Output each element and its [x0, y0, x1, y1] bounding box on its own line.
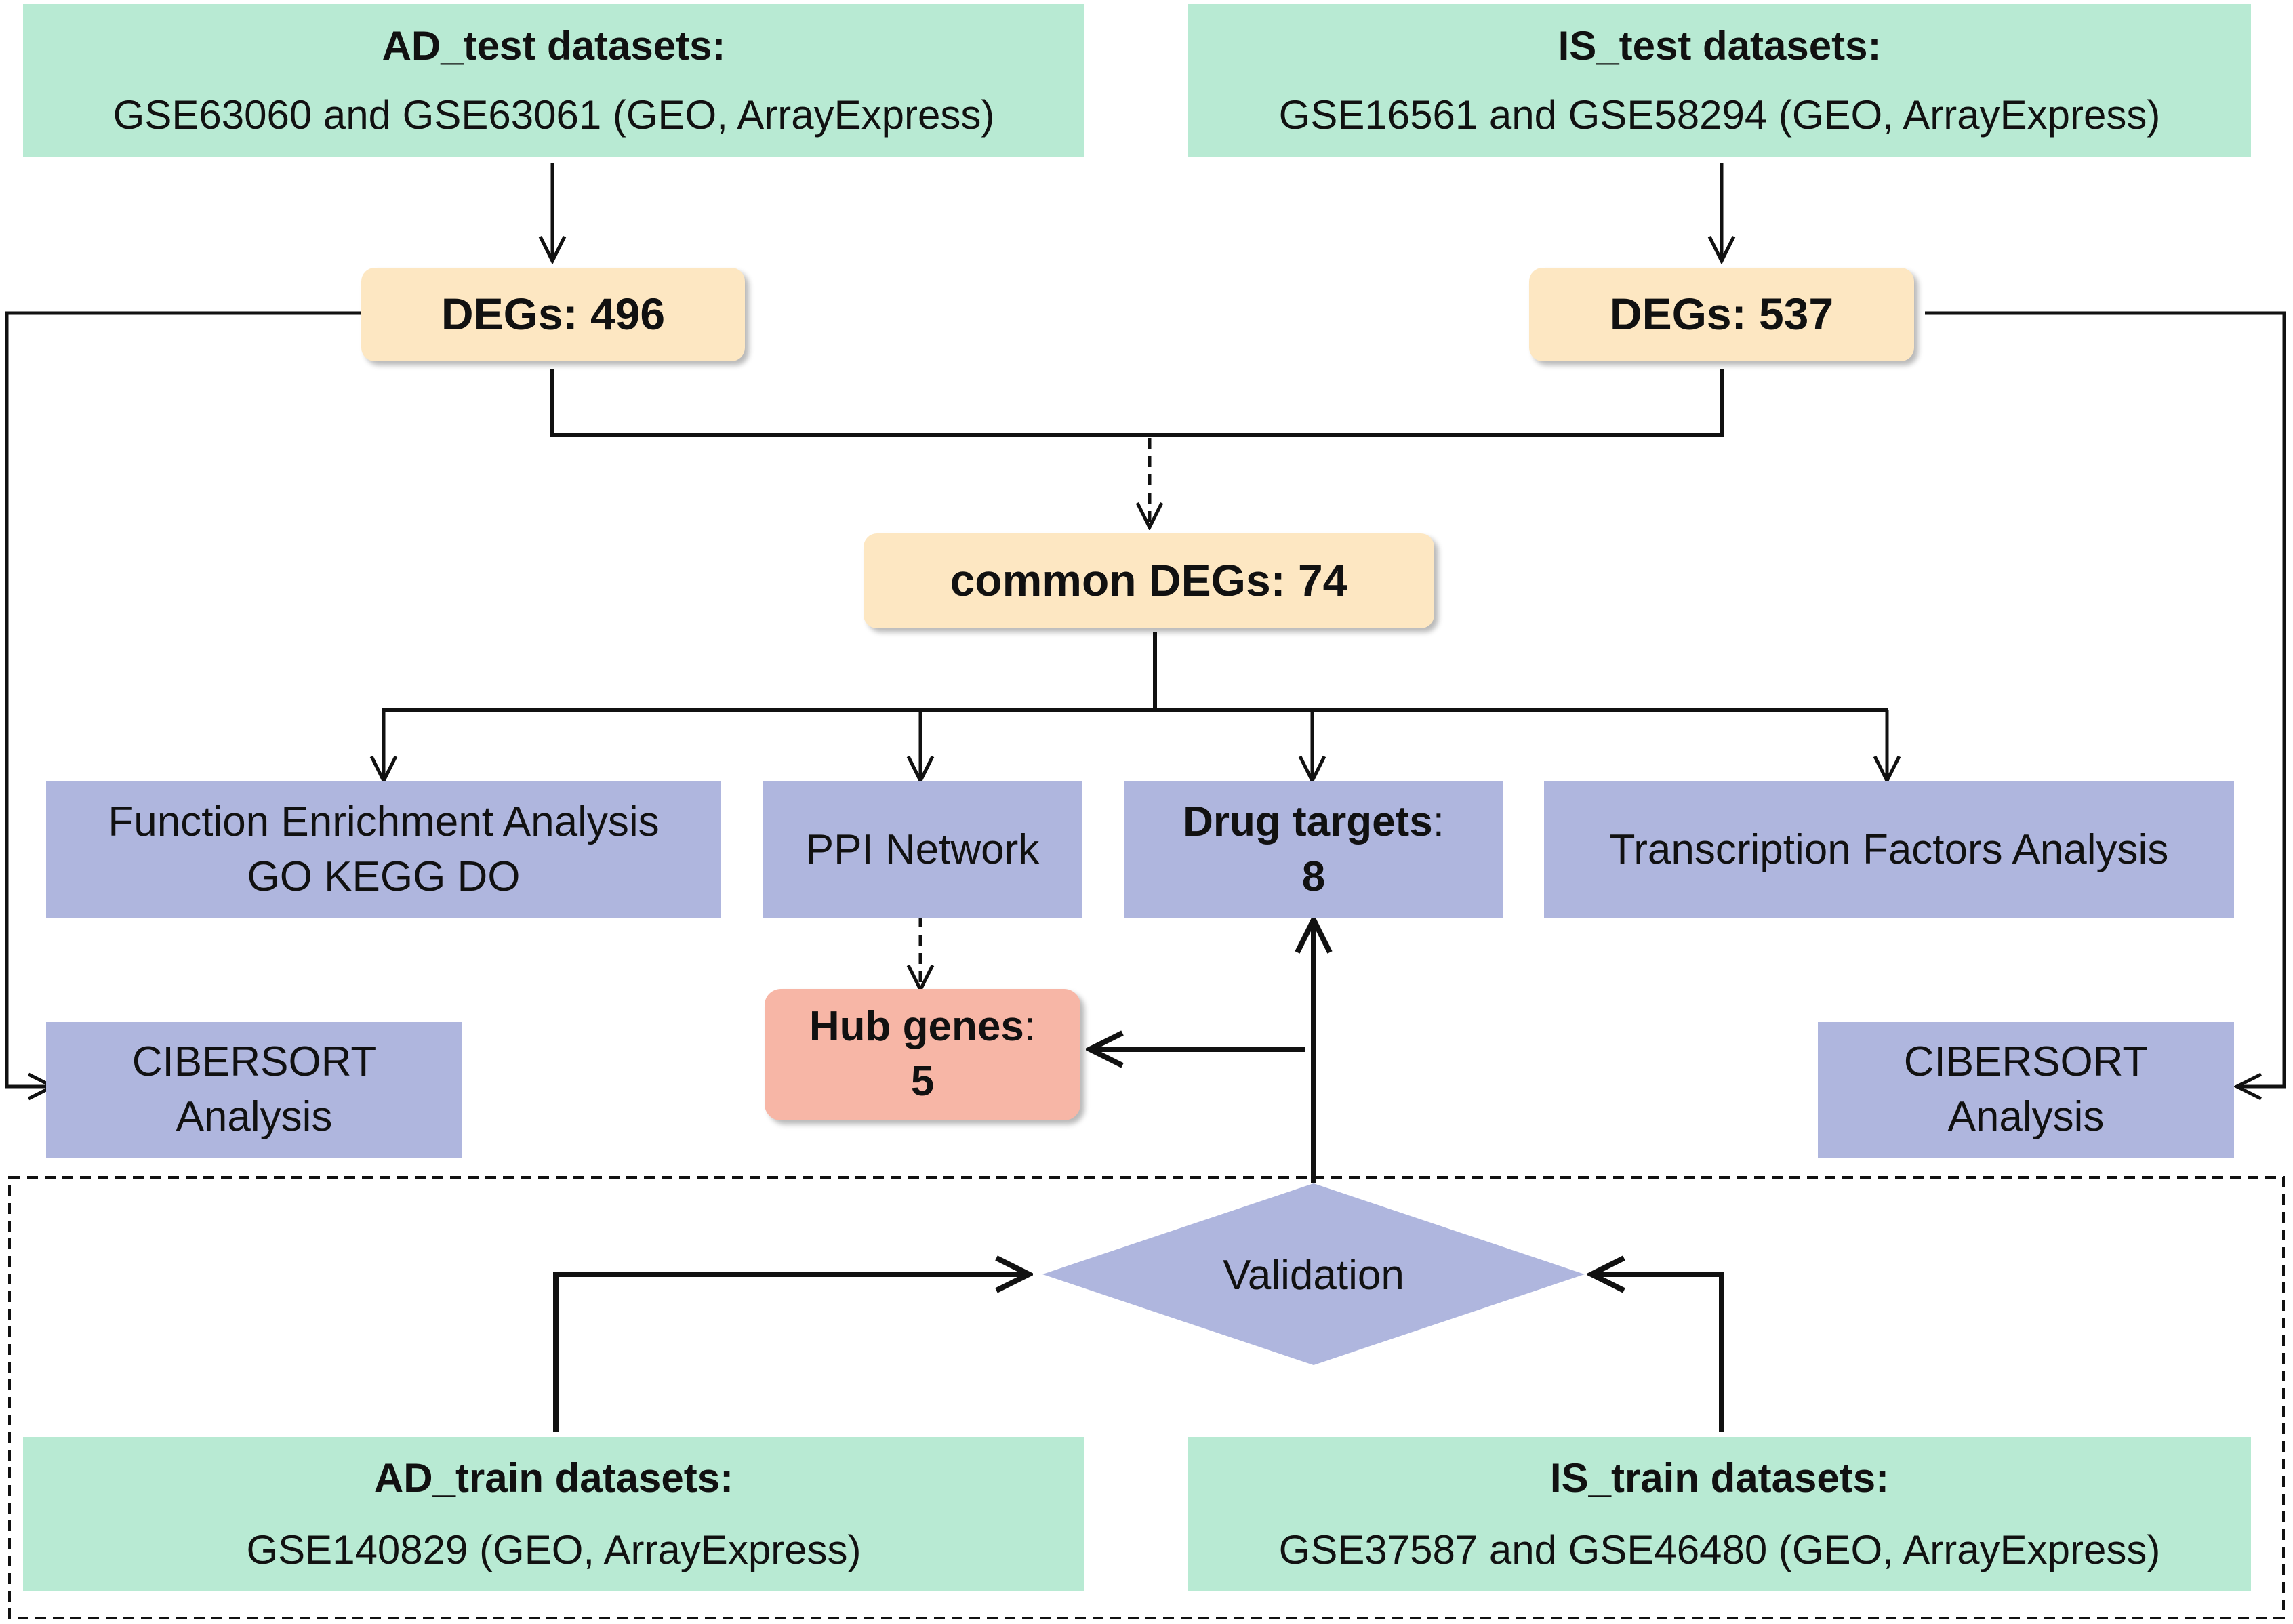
transcription-factors-box: Transcription Factors Analysis [1544, 781, 2234, 918]
cibersort-right-line1: CIBERSORT [1903, 1038, 2149, 1086]
connector-ad-train-to-validation [553, 1274, 1029, 1432]
is-train-subtitle: GSE37587 and GSE46480 (GEO, ArrayExpress… [1278, 1527, 2161, 1572]
transcription-factors-label: Transcription Factors Analysis [1609, 826, 2169, 873]
hub-genes-colon: : [1023, 1003, 1036, 1051]
function-enrichment-box: Function Enrichment Analysis GO KEGG DO [46, 781, 721, 918]
cibersort-left-box: CIBERSORT Analysis [46, 1022, 462, 1158]
cibersort-right-line2: Analysis [1947, 1093, 2105, 1140]
drug-targets-title: Drug targets [1183, 798, 1433, 846]
connector-ad-degs-to-cibersort [5, 311, 361, 1087]
validation-region-frame [8, 1176, 2285, 1619]
drug-targets-box: Drug targets: 8 [1124, 781, 1503, 918]
validation-diamond [1042, 1183, 1585, 1365]
common-degs-label: common DEGs: 74 [950, 555, 1348, 606]
is-test-subtitle: GSE16561 and GSE58294 (GEO, ArrayExpress… [1278, 92, 2161, 138]
ad-test-title: AD_test datasets: [382, 23, 726, 68]
ad-test-datasets-box: AD_test datasets: GSE63060 and GSE63061 … [23, 4, 1084, 157]
common-degs-box: common DEGs: 74 [864, 533, 1434, 628]
is-test-title: IS_test datasets: [1558, 23, 1882, 68]
drug-targets-title-line: Drug targets: [1183, 795, 1444, 850]
ppi-network-label: PPI Network [805, 826, 1040, 873]
hub-genes-title-line: Hub genes: [809, 1000, 1036, 1055]
cibersort-right-box: CIBERSORT Analysis [1818, 1022, 2234, 1158]
degs-is-label: DEGs: 537 [1609, 289, 1834, 340]
cibersort-left-line1: CIBERSORT [131, 1038, 377, 1086]
drug-targets-colon: : [1432, 798, 1444, 846]
degs-ad-label: DEGs: 496 [441, 289, 666, 340]
degs-ad-box: DEGs: 496 [361, 268, 745, 361]
degs-is-box: DEGs: 537 [1529, 268, 1914, 361]
ppi-network-box: PPI Network [763, 781, 1082, 918]
is-test-datasets-box: IS_test datasets: GSE16561 and GSE58294 … [1188, 4, 2251, 157]
function-enrichment-line1: Function Enrichment Analysis [108, 798, 660, 846]
function-enrichment-line2: GO KEGG DO [247, 853, 521, 900]
is-train-datasets-box: IS_train datasets: GSE37587 and GSE46480… [1188, 1437, 2251, 1591]
ad-train-datasets-box: AD_train datasets: GSE140829 (GEO, Array… [23, 1437, 1084, 1591]
hub-genes-title: Hub genes [809, 1003, 1024, 1051]
connector-is-degs-to-cibersort [1925, 311, 2286, 1087]
ad-train-title: AD_train datasets: [373, 1455, 734, 1501]
is-train-title: IS_train datasets: [1549, 1455, 1890, 1501]
connector-is-train-to-validation [1591, 1274, 1724, 1432]
hub-genes-value: 5 [910, 1058, 935, 1105]
validation-label: Validation [1223, 1252, 1404, 1299]
drug-targets-value: 8 [1301, 853, 1326, 900]
ad-train-subtitle: GSE140829 (GEO, ArrayExpress) [246, 1527, 861, 1572]
cibersort-left-line2: Analysis [176, 1093, 333, 1140]
connector-degs-merge [550, 369, 1724, 437]
ad-test-subtitle: GSE63060 and GSE63061 (GEO, ArrayExpress… [113, 92, 995, 138]
hub-genes-box: Hub genes: 5 [765, 989, 1080, 1120]
